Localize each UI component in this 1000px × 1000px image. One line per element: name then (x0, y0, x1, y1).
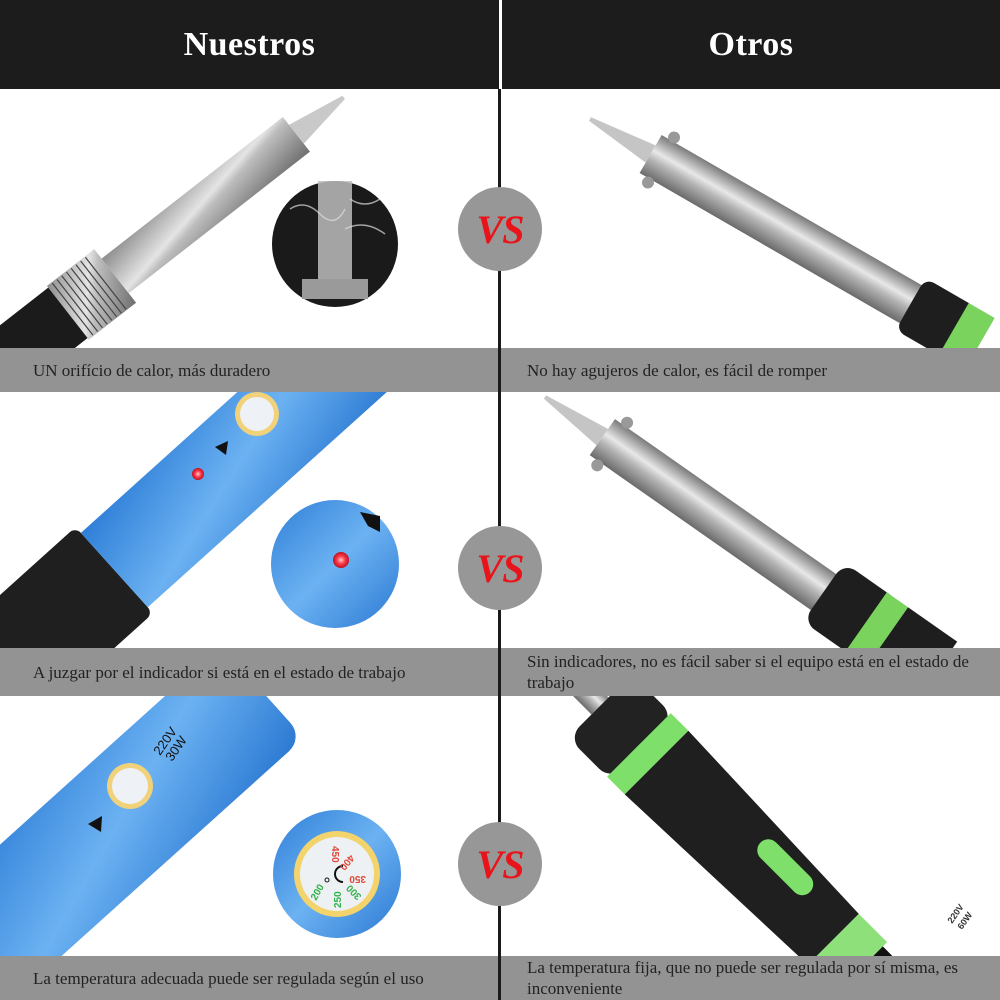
others-black-green-handle-image: 220V 60W (563, 696, 975, 956)
caption-divider (498, 648, 501, 696)
header-divider (499, 0, 502, 89)
vs-badge: VS (458, 526, 542, 610)
ours-soldering-tip-image (0, 95, 398, 349)
ours-caption: A juzgar por el indicador si está en el … (33, 662, 406, 682)
ours-column-title: Nuestros (183, 25, 316, 63)
comparison-row-indicator: VS A juzgar por el indicador si está en … (0, 392, 1000, 696)
vs-badge: VS (458, 822, 542, 906)
ours-blue-handle-dial-image: 220V 30W 450 400 350 300 250 200 (0, 696, 401, 956)
dial-450: 450 (329, 846, 340, 863)
dial-350: 350 (349, 873, 366, 884)
caption-divider (498, 956, 501, 1000)
vs-text: VS (476, 206, 525, 252)
ours-caption: UN orifício de calor, más duradero (33, 360, 271, 380)
vs-badge: VS (458, 187, 542, 271)
others-column-title: Otros (708, 25, 794, 63)
others-caption: No hay agujeros de calor, es fácil de ro… (527, 360, 827, 380)
others-caption: La temperatura fija, que no puede ser re… (527, 958, 958, 998)
comparison-row-temperature: 220V 30W 450 400 350 300 250 200 (0, 696, 1000, 1000)
vs-text: VS (476, 545, 525, 591)
vs-text: VS (476, 841, 525, 887)
comparison-header: Nuestros Otros (0, 0, 1000, 89)
caption-divider (498, 348, 501, 392)
others-plain-iron-image (543, 395, 958, 650)
caption-bar: La temperatura adecuada puede ser regula… (0, 956, 1000, 1000)
caption-bar: A juzgar por el indicador si está en el … (0, 648, 1000, 696)
caption-bar: UN orifício de calor, más duradero No ha… (0, 348, 1000, 392)
others-soldering-tip-image (589, 117, 995, 349)
ours-caption: La temperatura adecuada puede ser regula… (33, 968, 424, 988)
others-caption: Sin indicadores, no es fácil saber si el… (527, 652, 969, 692)
ours-blue-handle-indicator-image (0, 392, 416, 650)
comparison-row-heat-hole: VS UN orifício de calor, más duradero No… (0, 89, 1000, 392)
dial-250: 250 (333, 891, 344, 908)
